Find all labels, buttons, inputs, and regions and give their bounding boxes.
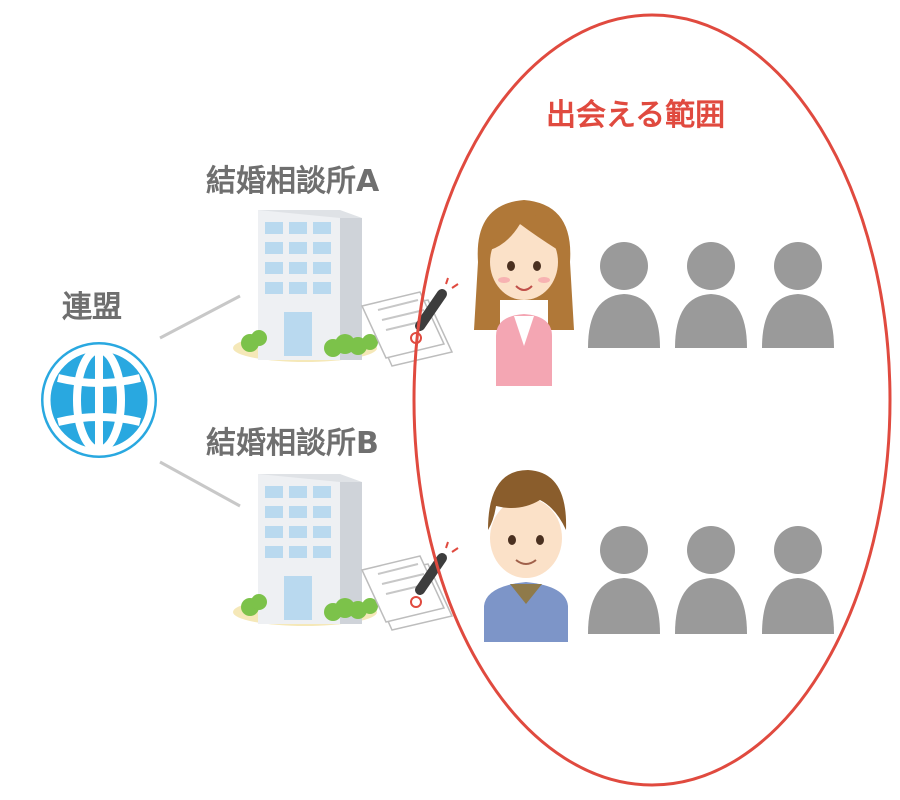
person-silhouette-icon [588,242,660,348]
connector-line-b [159,460,241,508]
meeting-range-label: 出会える範囲 [546,98,726,133]
person-silhouette-icon [762,526,834,634]
man-avatar [484,470,568,642]
woman-avatar [474,200,574,386]
pen-icon-a [415,277,459,331]
building-icon-a [233,210,378,362]
federation-label: 連盟 [62,290,122,325]
meeting-range-ellipse [412,13,892,787]
agency-a-label: 結婚相談所A [206,164,380,199]
person-silhouette-icon [588,526,660,634]
person-silhouette-icon [675,242,747,348]
globe-icon [41,342,157,458]
pen-icon-b [415,541,459,595]
agency-b-label: 結婚相談所B [206,426,379,461]
person-silhouette-icon [675,526,747,634]
person-silhouette-icon [762,242,834,348]
connector-line-a [159,294,241,340]
contract-document-icon-a [360,291,454,367]
building-icon-b [233,474,378,626]
